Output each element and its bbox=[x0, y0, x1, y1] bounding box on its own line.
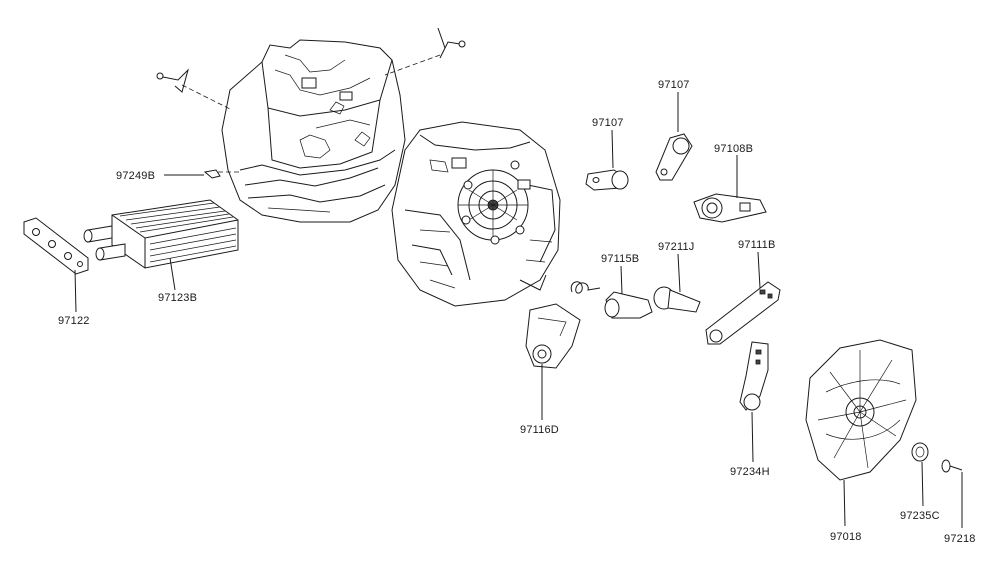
part-label-97235c: 97235C bbox=[900, 510, 940, 522]
bracket-97122 bbox=[23, 217, 89, 313]
lever-97116d bbox=[525, 303, 581, 420]
lever-97234h bbox=[739, 341, 769, 463]
part-label-97123b: 97123B bbox=[158, 292, 197, 304]
part-labels: 97107 97107 97108B 97249B 97211J 97111B … bbox=[58, 79, 976, 545]
part-label-97108b: 97108B bbox=[714, 143, 753, 155]
retaining-clip-left bbox=[156, 68, 189, 93]
part-label-97116d: 97116D bbox=[520, 424, 559, 436]
lever-97107-left bbox=[585, 129, 629, 191]
link-97115b bbox=[604, 265, 653, 319]
heater-case-upper bbox=[221, 39, 406, 223]
part-label-97249b: 97249B bbox=[116, 170, 155, 182]
blower-case bbox=[391, 121, 561, 307]
part-label-97111b: 97111B bbox=[738, 239, 776, 251]
part-label-97115b: 97115B bbox=[601, 253, 639, 265]
clip-97249b bbox=[164, 169, 221, 179]
part-label-97107-right: 97107 bbox=[658, 79, 690, 91]
part-label-97018: 97018 bbox=[830, 531, 862, 543]
lever-97107-right bbox=[655, 92, 693, 181]
lever-97111b bbox=[705, 251, 781, 345]
heater-core bbox=[83, 199, 239, 291]
lever-97108b bbox=[693, 155, 767, 223]
knob-97235c bbox=[911, 442, 929, 507]
link-97211j bbox=[653, 253, 701, 313]
screw-97218 bbox=[941, 459, 963, 528]
spring bbox=[570, 281, 601, 294]
retaining-clip-right bbox=[437, 27, 466, 59]
part-label-97218: 97218 bbox=[944, 533, 976, 545]
grille-97018 bbox=[805, 339, 917, 527]
part-label-97211j: 97211J bbox=[658, 241, 694, 253]
part-label-97234h: 97234H bbox=[730, 466, 770, 478]
part-label-97122: 97122 bbox=[58, 315, 90, 327]
part-label-97107-left: 97107 bbox=[592, 117, 624, 129]
